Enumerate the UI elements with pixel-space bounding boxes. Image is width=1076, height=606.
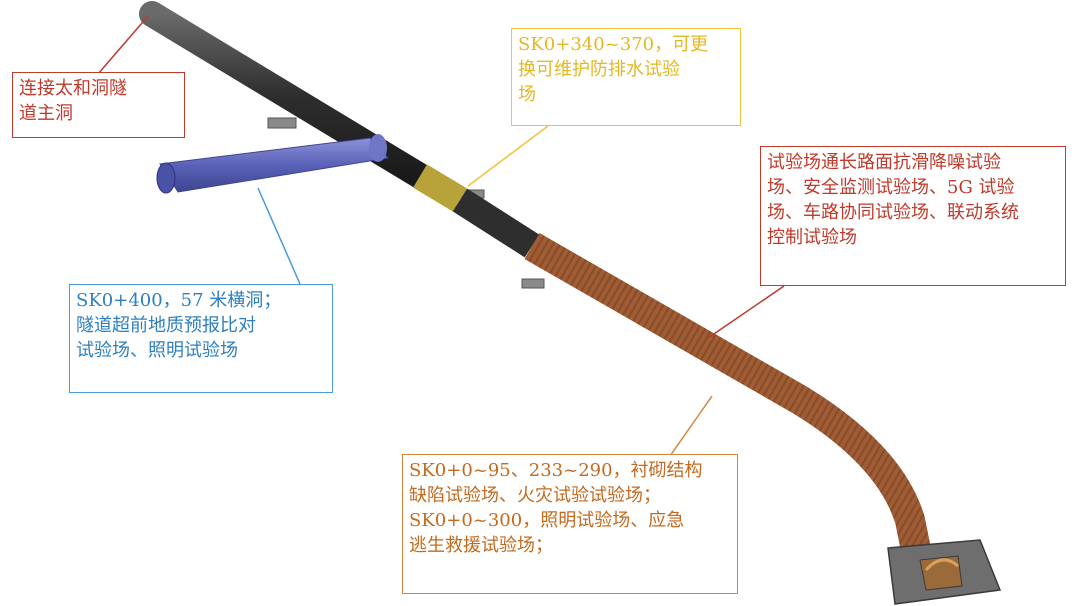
leader-lines [97, 15, 785, 457]
niche-stub-1 [267, 117, 297, 129]
callout-lining-tests: SK0+0~95、233~290，衬砌结构 缺陷试验场、火灾试验试验场； SK0… [402, 454, 738, 594]
niche-stub-3 [521, 278, 545, 289]
cross-tunnel-portal [156, 162, 176, 194]
tunnel-portal [887, 539, 1002, 605]
callout-cross-tunnel: SK0+400，57 米横洞； 隧道超前地质预报比对 试验场、照明试验场 [69, 284, 333, 393]
leader-road [707, 285, 785, 339]
leader-main [97, 15, 149, 75]
main-tunnel-middle [452, 188, 540, 258]
callout-main-tunnel-connection: 连接太和洞隧 道主洞 [12, 72, 185, 138]
lined-tunnel-section [524, 232, 933, 563]
callout-road-tests: 试验场通长路面抗滑降噪试验 场、安全监测试验场、5G 试验 场、车路协同试验场、… [760, 146, 1066, 286]
leader-cross [257, 187, 301, 285]
leader-lining [669, 395, 713, 457]
cross-tunnel [156, 134, 389, 194]
callout-waterproof-test: SK0+340~370，可更 换可维护防排水试验 场 [511, 28, 741, 126]
leader-water [467, 125, 549, 187]
waterproof-test-segment [413, 164, 467, 212]
lined-tunnel-edge [524, 232, 933, 563]
